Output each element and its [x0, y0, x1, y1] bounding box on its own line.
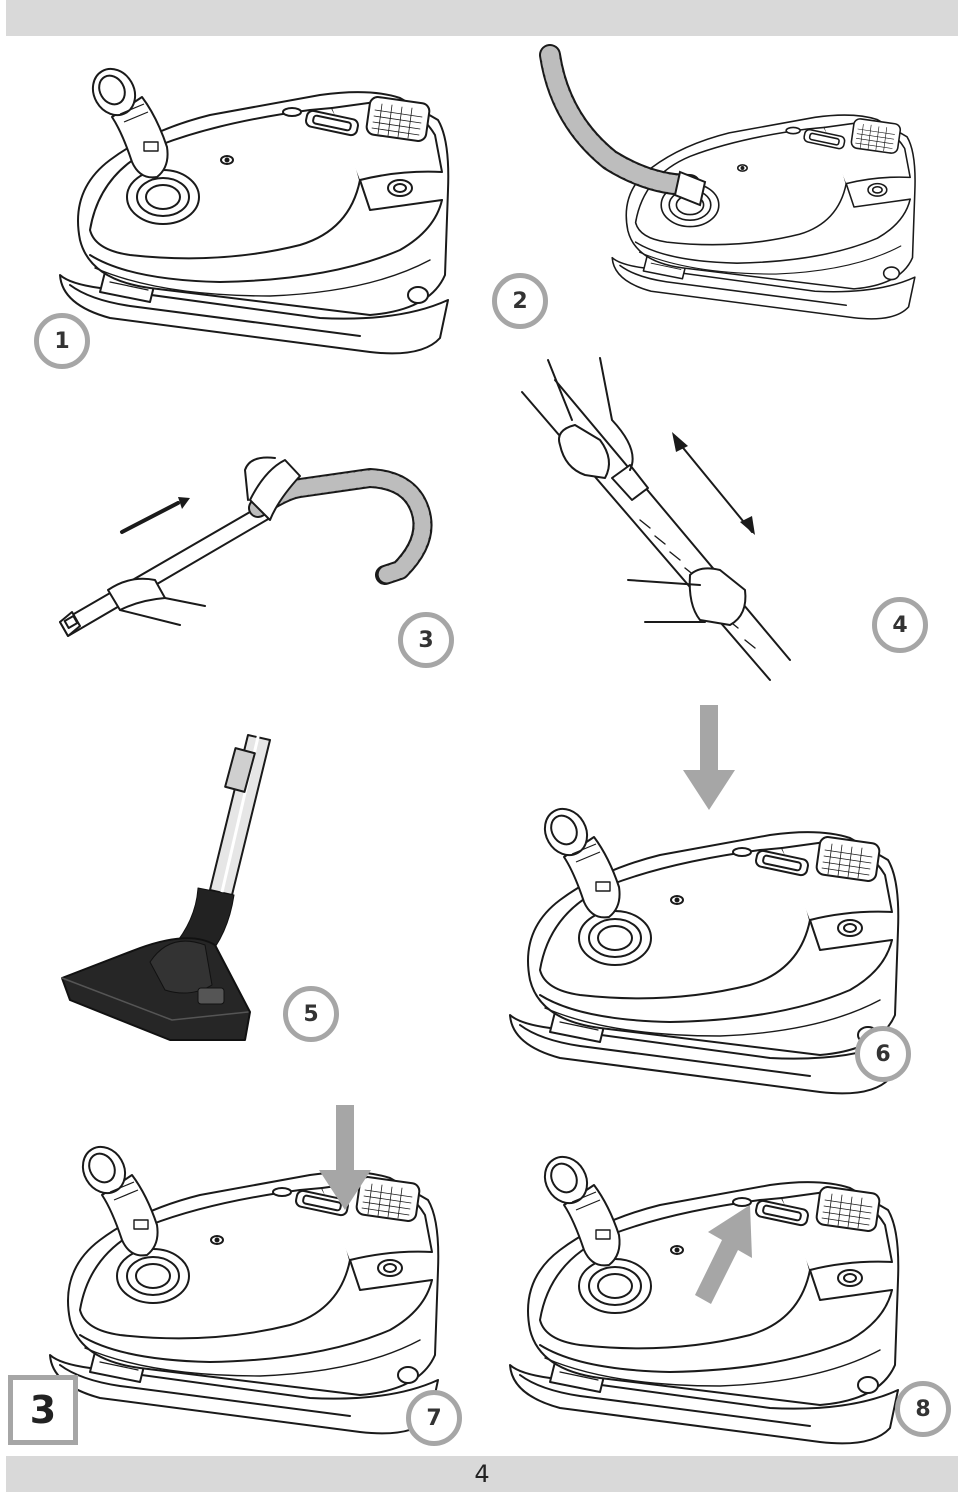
panel-5-illustration [61, 734, 271, 1041]
panel-4-illustration [521, 357, 791, 681]
step-2-badge: 2 [492, 273, 548, 329]
panel-7-illustration [49, 1105, 440, 1435]
section-number-box: 3 [8, 1375, 78, 1445]
step-1-badge: 1 [34, 313, 90, 369]
header-band [6, 0, 958, 36]
step-7-badge: 7 [406, 1390, 462, 1446]
step-8-badge: 8 [895, 1381, 951, 1437]
panel-3-illustration [59, 456, 433, 637]
panel-8-illustration [509, 1148, 900, 1445]
panel-6-illustration [509, 705, 900, 1095]
page-number: 4 [6, 1456, 958, 1492]
step-3-badge: 3 [398, 612, 454, 668]
step-6-badge: 6 [855, 1026, 911, 1082]
step-4-badge: 4 [872, 597, 928, 653]
panel-1-illustration [59, 60, 450, 355]
step-5-badge: 5 [283, 986, 339, 1042]
panel-2-illustration [539, 44, 916, 320]
